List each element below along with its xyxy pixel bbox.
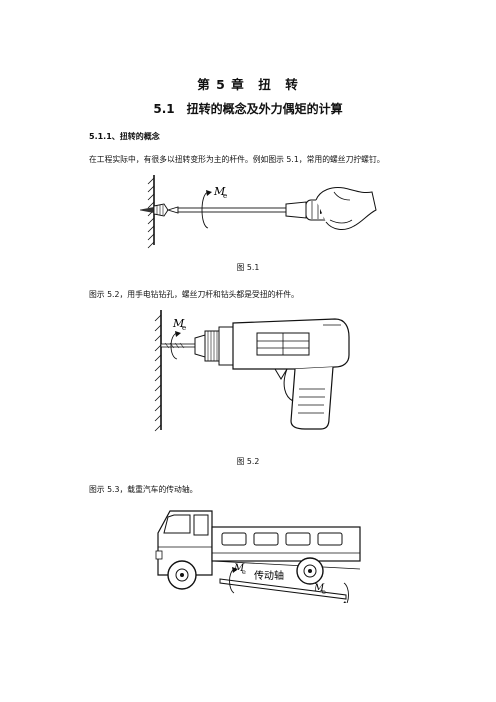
paragraph-3: 图示 5.3，载重汽车的传动轴。 (89, 485, 198, 494)
moment-subscript: e (182, 324, 186, 332)
moment-subscript: e (223, 192, 227, 200)
shaft-label: 传动轴 (254, 569, 284, 582)
section-title: 5.1 扭转的概念及外力偶矩的计算 (153, 102, 343, 116)
moment-subscript-left: e (242, 568, 246, 576)
moment-label-right: M (313, 583, 325, 594)
figure-5-2-caption: 图 5.2 (236, 457, 260, 466)
figure-5-3-truck: M e M e 传动轴 (155, 510, 361, 603)
figure-5-1-caption: 图 5.1 (236, 263, 260, 272)
figure-5-2-drill: M e (154, 310, 350, 432)
figure-5-1-screwdriver: M e (140, 175, 377, 249)
subsection-title: 5.1.1、扭转的概念 (89, 132, 160, 141)
moment-label-left: M (233, 563, 245, 574)
moment-label: M (172, 317, 185, 330)
moment-subscript-right: e (322, 588, 326, 596)
paragraph-1: 在工程实际中，有很多以扭转变形为主的杆件。例如图示 5.1，常用的螺丝刀拧螺钉。 (89, 155, 385, 164)
paragraph-2: 图示 5.2，用手电钻钻孔，螺丝刀杆和钻头都是受扭的杆件。 (89, 290, 299, 299)
chapter-title: 第 5 章 扭 转 (197, 77, 299, 92)
moment-label: M (213, 185, 226, 198)
